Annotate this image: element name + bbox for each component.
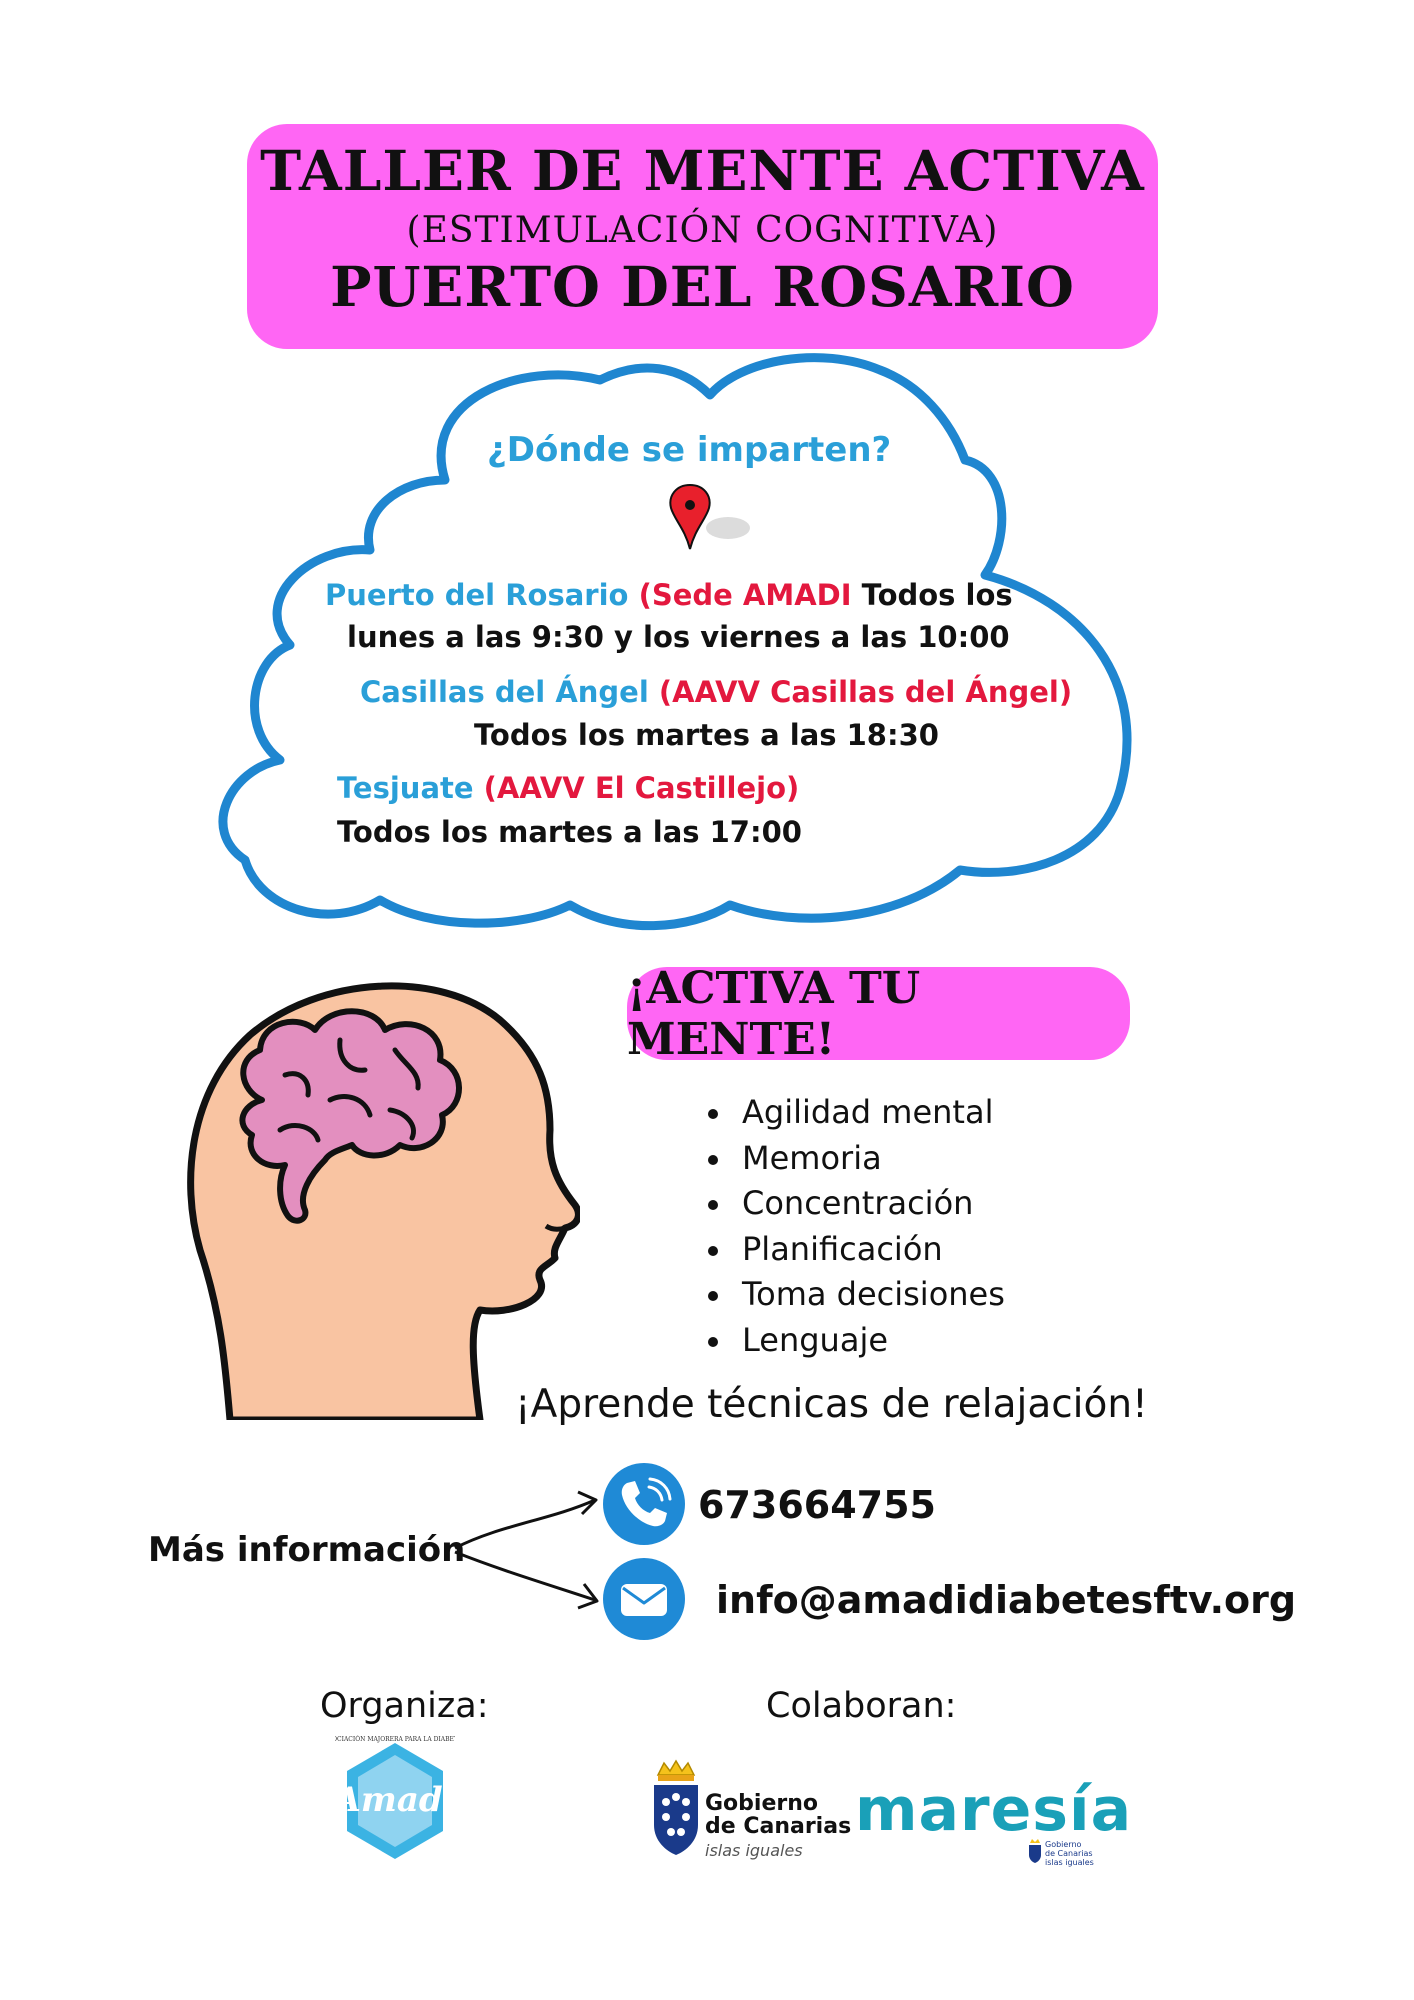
more-info-label: Más información xyxy=(148,1530,466,1570)
envelope-icon xyxy=(603,1558,685,1640)
gobierno-line1: Gobierno xyxy=(705,1791,819,1816)
amadi-logo: Amadi ASOCIACIÓN MAJORERA PARA LA DIABET… xyxy=(335,1735,455,1859)
thought-cloud xyxy=(218,353,1132,931)
skill-item: Lenguaje xyxy=(708,1318,1005,1364)
gobierno-canarias-crest xyxy=(654,1759,698,1855)
head-brain-illustration xyxy=(187,982,580,1420)
phone-icon xyxy=(603,1463,685,1545)
email-address: info@amadidiabetesftv.org xyxy=(716,1578,1297,1622)
mini-gobierno-line1: Gobierno xyxy=(1045,1840,1082,1849)
relaxation-tagline: ¡Aprende técnicas de relajación! xyxy=(515,1382,1148,1427)
location-schedule: Todos los martes a las 18:30 xyxy=(474,718,939,752)
amadi-logo-text: Amadi xyxy=(335,1780,455,1820)
amadi-ring-text: ASOCIACIÓN MAJORERA PARA LA DIABETES xyxy=(335,1735,455,1743)
mini-gobierno-text: Gobierno de Canarias islas iguales xyxy=(1045,1840,1094,1867)
location-schedule: Todos los martes a las 17:00 xyxy=(337,815,802,849)
location-schedule-line: lunes a las 9:30 y los viernes a las 10:… xyxy=(347,620,1010,654)
title-subtitle: (ESTIMULACIÓN COGNITIVA) xyxy=(406,210,999,251)
organiza-label: Organiza: xyxy=(320,1686,489,1726)
phone-number: 673664755 xyxy=(698,1483,936,1527)
location-item-tesjuate: Tesjuate (AAVV El Castillejo) xyxy=(337,771,799,805)
location-venue: (AAVV Casillas del Ángel) xyxy=(658,675,1073,709)
title-main: TALLER DE MENTE ACTIVA xyxy=(260,138,1145,203)
skill-item: Planificación xyxy=(708,1227,1005,1273)
arrows-icon xyxy=(454,1490,599,1610)
location-place: Casillas del Ángel xyxy=(360,675,649,709)
location-venue: (Sede AMADI xyxy=(638,578,852,612)
skills-list: Agilidad mental Memoria Concentración Pl… xyxy=(708,1090,1005,1363)
skill-item: Concentración xyxy=(708,1181,1005,1227)
location-place: Tesjuate xyxy=(337,771,474,805)
location-item-puerto: Puerto del Rosario (Sede AMADI Todos los xyxy=(325,578,1013,612)
gobierno-line2: de Canarias xyxy=(705,1814,852,1839)
mini-gobierno-line3: islas iguales xyxy=(1045,1858,1094,1867)
location-place: Puerto del Rosario xyxy=(325,578,629,612)
skill-item: Memoria xyxy=(708,1136,1005,1182)
mini-gobierno-line2: de Canarias xyxy=(1045,1849,1093,1858)
locations-heading: ¿Dónde se imparten? xyxy=(487,430,892,470)
location-schedule: Todos los xyxy=(861,578,1013,612)
mini-gobierno-crest xyxy=(1029,1839,1041,1863)
map-pin-icon xyxy=(669,483,750,550)
title-location: PUERTO DEL ROSARIO xyxy=(330,254,1075,319)
skill-item: Toma decisiones xyxy=(708,1272,1005,1318)
colaboran-label: Colaboran: xyxy=(766,1686,957,1726)
activa-badge: ¡ACTIVA TU MENTE! xyxy=(627,963,1130,1065)
gobierno-tagline: islas iguales xyxy=(705,1841,803,1860)
title-banner: TALLER DE MENTE ACTIVA (ESTIMULACIÓN COG… xyxy=(247,124,1158,349)
location-venue: (AAVV El Castillejo) xyxy=(483,771,800,805)
maresia-logo: maresía xyxy=(855,1775,1133,1845)
location-item-casillas: Casillas del Ángel (AAVV Casillas del Án… xyxy=(360,675,1072,709)
skill-item: Agilidad mental xyxy=(708,1090,1005,1136)
